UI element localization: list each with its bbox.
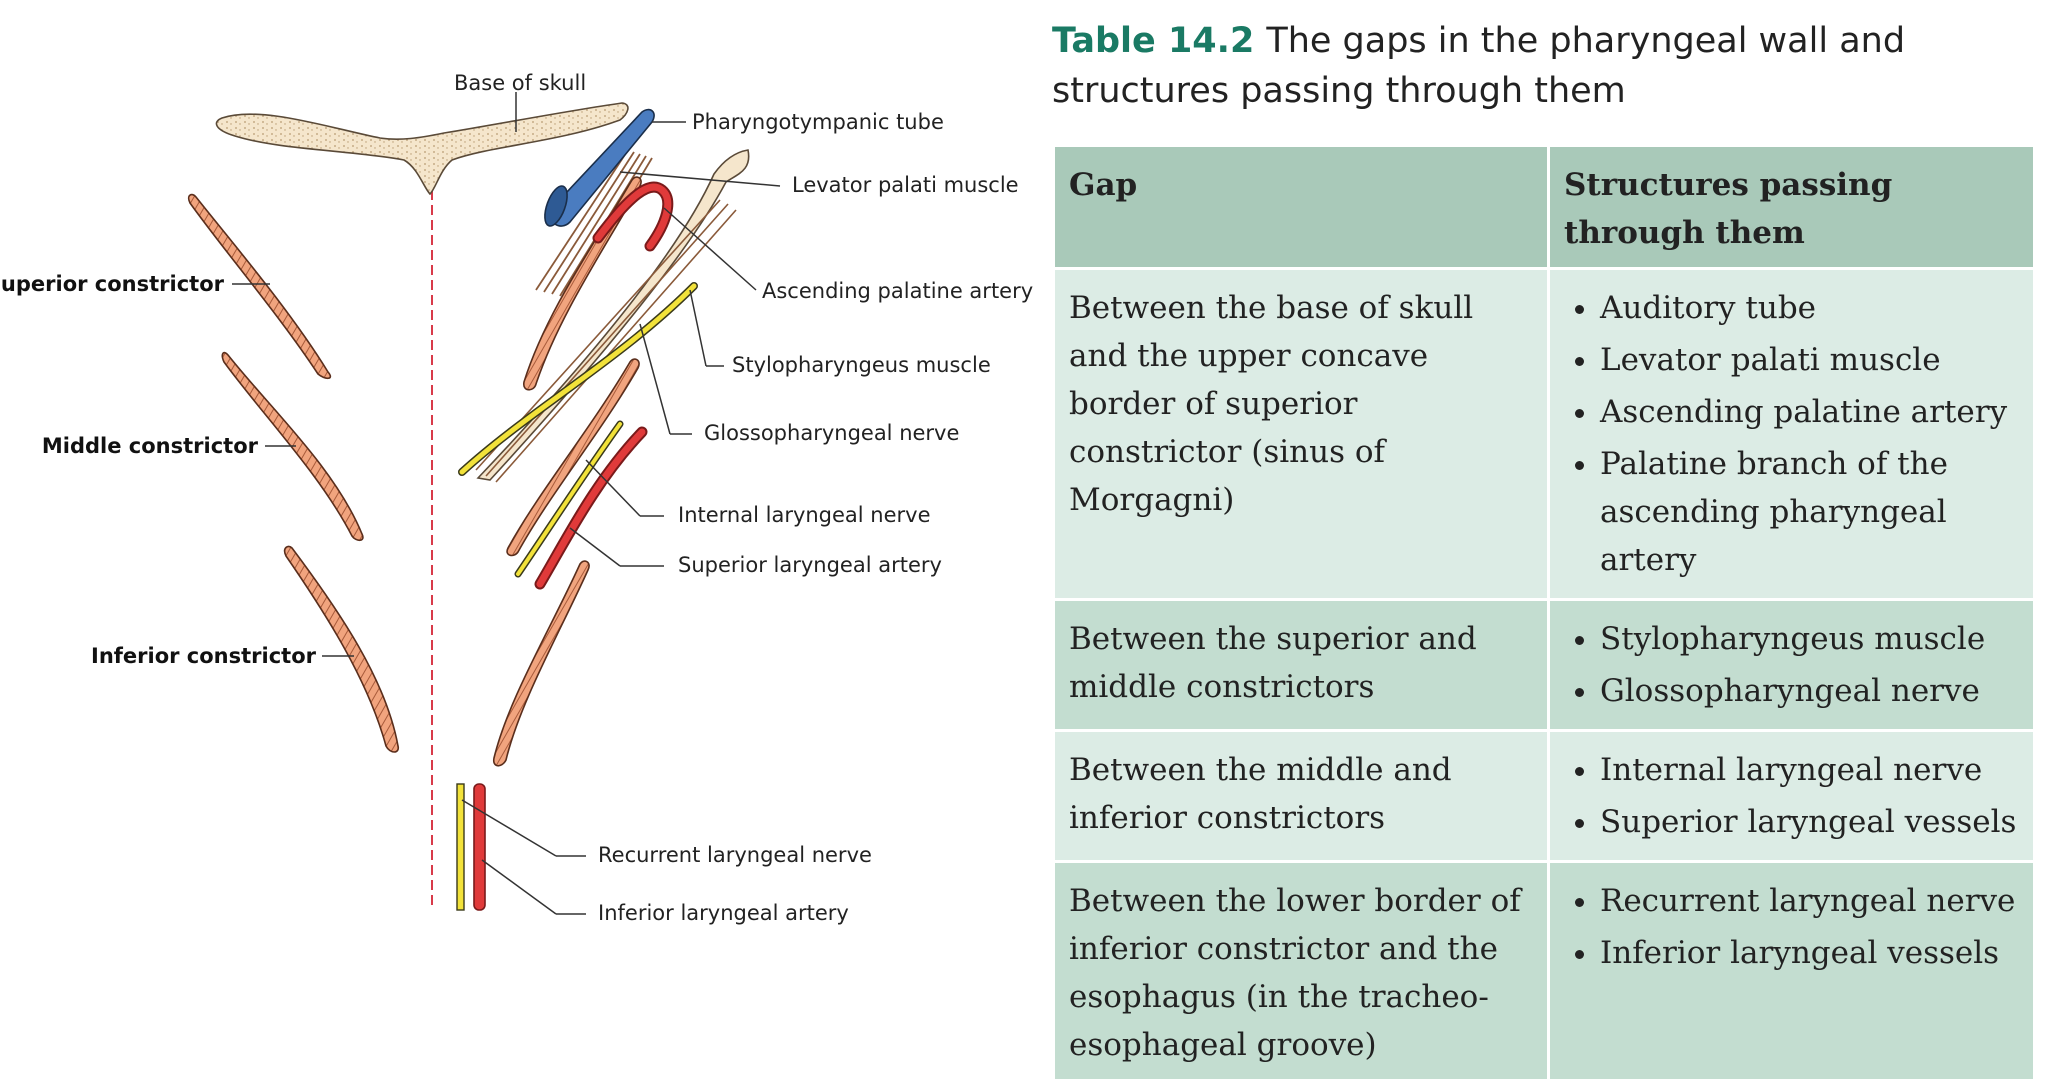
leader-lines [232, 92, 781, 915]
list-item: Internal laryngeal nerve [1600, 746, 2019, 794]
structures-list: Recurrent laryngeal nerve Inferior laryn… [1564, 877, 2019, 977]
label-inferior-constrictor: Inferior constrictor [91, 644, 317, 668]
label-internal-laryngeal-nerve: Internal laryngeal nerve [678, 503, 931, 527]
label-levator-palati-muscle: Levator palati muscle [792, 173, 1019, 197]
table-row: Between the middle and inferior constric… [1052, 729, 2036, 863]
structures-list: Auditory tube Levator palati muscle Asce… [1564, 284, 2019, 584]
table-row: Between the base of skull and the upper … [1052, 267, 2036, 601]
gap-cell: Between the base of skull and the upper … [1052, 267, 1550, 601]
list-item: Stylopharyngeus muscle [1600, 615, 2019, 663]
structures-cell: Stylopharyngeus muscle Glossopharyngeal … [1547, 598, 2036, 732]
structures-list: Internal laryngeal nerve Superior laryng… [1564, 746, 2019, 846]
recurrent-laryngeal-nerve-shape [456, 783, 465, 911]
label-base-of-skull: Base of skull [454, 71, 586, 95]
gap-cell: Between the lower border of inferior con… [1052, 860, 1550, 1082]
structures-list: Stylopharyngeus muscle Glossopharyngeal … [1564, 615, 2019, 715]
table-number: Table 14.2 [1052, 21, 1255, 61]
diagram-svg: Base of skull Pharyngotympanic tube Leva… [0, 71, 1033, 925]
pharyngeal-wall-diagram: Base of skull Pharyngotympanic tube Leva… [0, 0, 1040, 1024]
table-header-row: Gap Structures passing through them [1052, 144, 2036, 270]
header-structures: Structures passing through them [1547, 144, 2036, 270]
list-item: Superior laryngeal vessels [1600, 798, 2019, 846]
stylopharyngeus-shape [476, 149, 750, 481]
label-inferior-laryngeal-artery: Inferior laryngeal artery [598, 901, 849, 925]
gap-cell: Between the superior and middle constric… [1052, 598, 1550, 732]
label-stylopharyngeus-muscle: Stylopharyngeus muscle [732, 353, 991, 377]
structures-cell: Internal laryngeal nerve Superior laryng… [1547, 729, 2036, 863]
label-superior-constrictor: Superior constrictor [0, 272, 225, 296]
list-item: Ascending palatine artery [1600, 388, 2019, 436]
gap-cell: Between the middle and inferior constric… [1052, 729, 1550, 863]
list-item: Levator palati muscle [1600, 336, 2019, 384]
label-superior-laryngeal-artery: Superior laryngeal artery [678, 553, 942, 577]
label-middle-constrictor: Middle constrictor [42, 434, 259, 458]
inferior-constrictor-right [492, 560, 590, 767]
list-item: Inferior laryngeal vessels [1600, 929, 2019, 977]
label-pharyngotympanic-tube: Pharyngotympanic tube [692, 110, 944, 134]
label-ascending-palatine-artery: Ascending palatine artery [762, 279, 1033, 303]
label-recurrent-laryngeal-nerve: Recurrent laryngeal nerve [598, 843, 872, 867]
list-item: Recurrent laryngeal nerve [1600, 877, 2019, 925]
gaps-table: Gap Structures passing through them Betw… [1052, 144, 2036, 1082]
list-item: Glossopharyngeal nerve [1600, 667, 2019, 715]
table-title: The gaps in the pharyngeal wall and stru… [1052, 21, 1906, 111]
table-row: Between the superior and middle constric… [1052, 598, 2036, 732]
table-row: Between the lower border of inferior con… [1052, 860, 2036, 1082]
list-item: Palatine branch of the ascending pharyng… [1600, 440, 2019, 584]
structures-cell: Auditory tube Levator palati muscle Asce… [1547, 267, 2036, 601]
inferior-laryngeal-artery-shape [473, 783, 486, 911]
base-of-skull-shape [215, 102, 629, 196]
structures-cell: Recurrent laryngeal nerve Inferior laryn… [1547, 860, 2036, 1082]
list-item: Auditory tube [1600, 284, 2019, 332]
inferior-constrictor-left [283, 545, 400, 753]
middle-constrictor-right [506, 358, 640, 557]
header-gap: Gap [1052, 144, 1550, 270]
label-glossopharyngeal-nerve: Glossopharyngeal nerve [704, 421, 959, 445]
